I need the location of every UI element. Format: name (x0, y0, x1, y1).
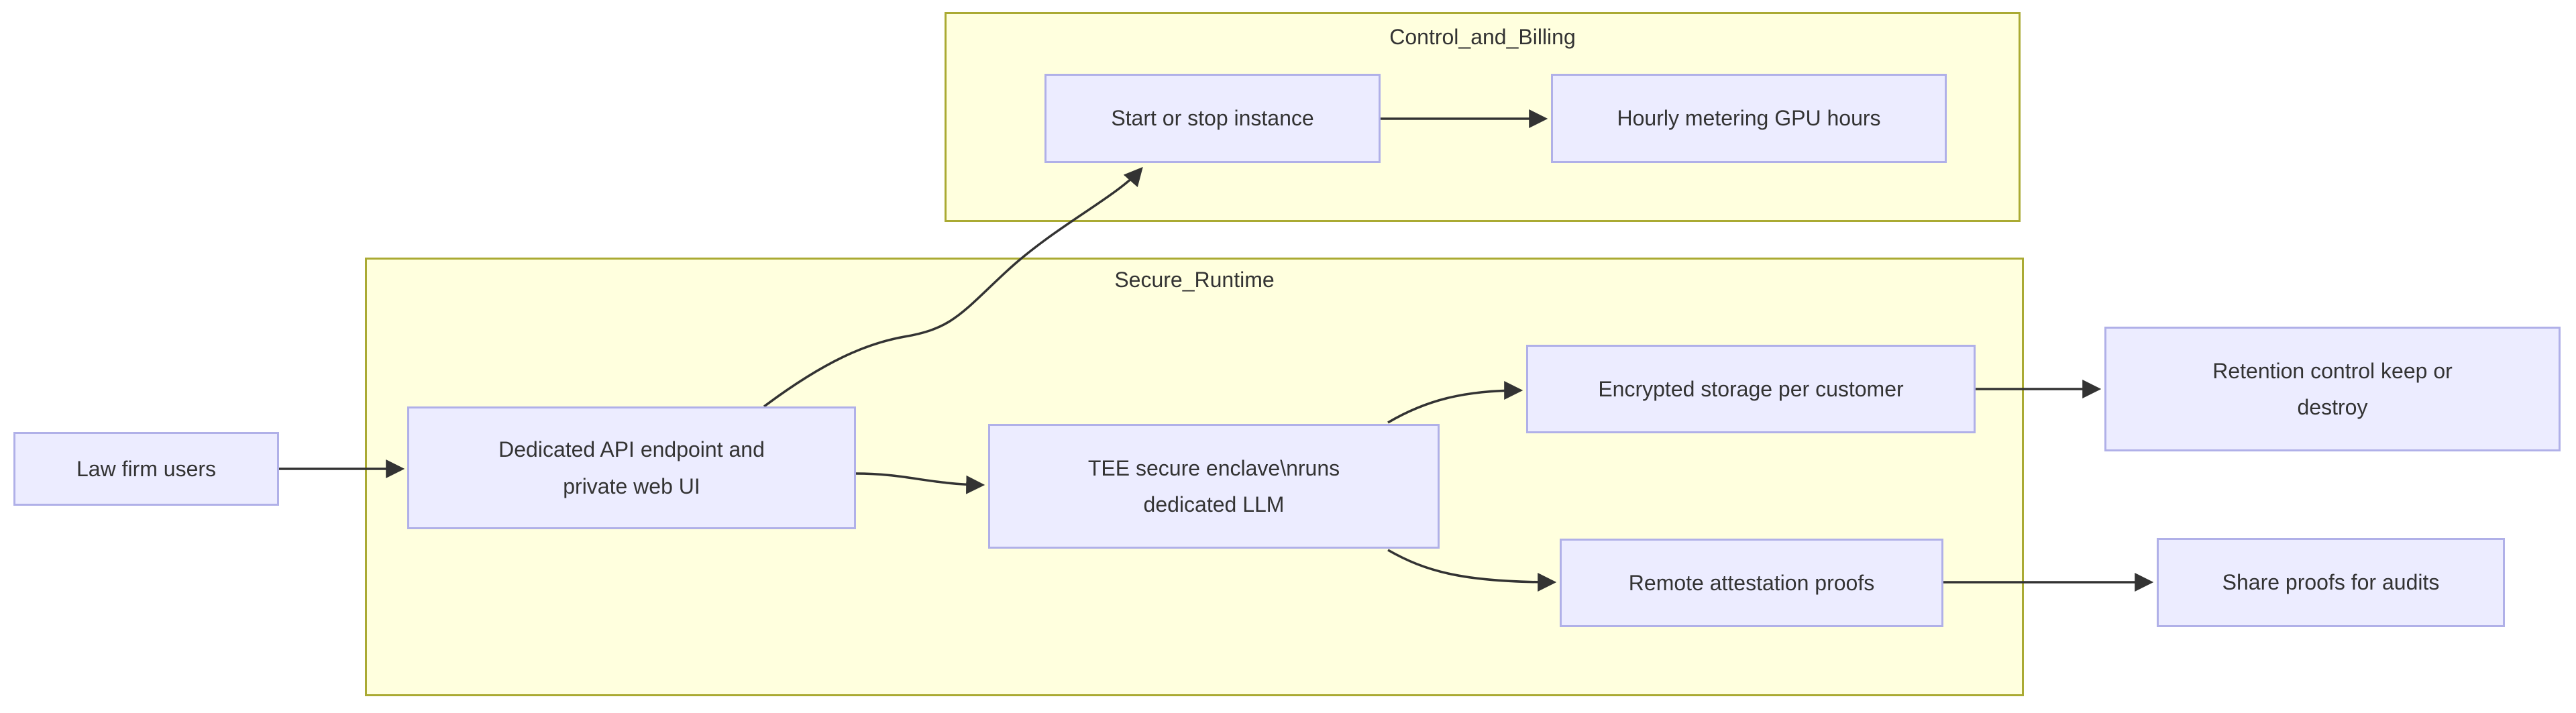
edge-dedicated-api-to-start-stop (763, 166, 1143, 408)
node-label: Share proofs for audits (2222, 570, 2440, 595)
node-remote-attestation-proofs: Remote attestation proofs (1560, 539, 1943, 627)
node-share-proofs-for-audits: Share proofs for audits (2157, 538, 2505, 627)
node-encrypted-storage-per-customer: Encrypted storage per customer (1526, 345, 1976, 433)
node-label: Encrypted storage per customer (1598, 376, 1904, 401)
edge-dedicated-api-to-tee (855, 472, 985, 494)
node-hourly-metering-gpu-hours: Hourly metering GPU hours (1551, 74, 1947, 163)
node-retention-control-keep-or-destroy: Retention control keep or destroy (2104, 327, 2561, 451)
edge-tee-to-remote-attestation (1387, 549, 1557, 592)
node-start-or-stop-instance: Start or stop instance (1044, 74, 1381, 163)
node-label: Law firm users (76, 456, 217, 481)
node-label: Remote attestation proofs (1628, 570, 1875, 595)
node-dedicated-api-endpoint: Dedicated API endpoint and private web U… (407, 406, 856, 529)
node-label: Dedicated API endpoint and private web U… (498, 437, 765, 498)
node-label: Start or stop instance (1111, 106, 1314, 131)
node-label: Retention control keep or destroy (2212, 358, 2453, 419)
edge-tee-to-encrypted-storage (1387, 381, 1523, 424)
node-law-firm-users: Law firm users (13, 432, 279, 506)
node-label: TEE secure enclave\nruns dedicated LLM (1087, 455, 1340, 516)
node-label: Hourly metering GPU hours (1617, 106, 1881, 131)
cluster-label-secure-runtime: Secure_Runtime (1114, 268, 1275, 292)
node-tee-secure-enclave: TEE secure enclave\nruns dedicated LLM (988, 424, 1440, 549)
cluster-label-control-and-billing: Control_and_Billing (1389, 25, 1576, 49)
